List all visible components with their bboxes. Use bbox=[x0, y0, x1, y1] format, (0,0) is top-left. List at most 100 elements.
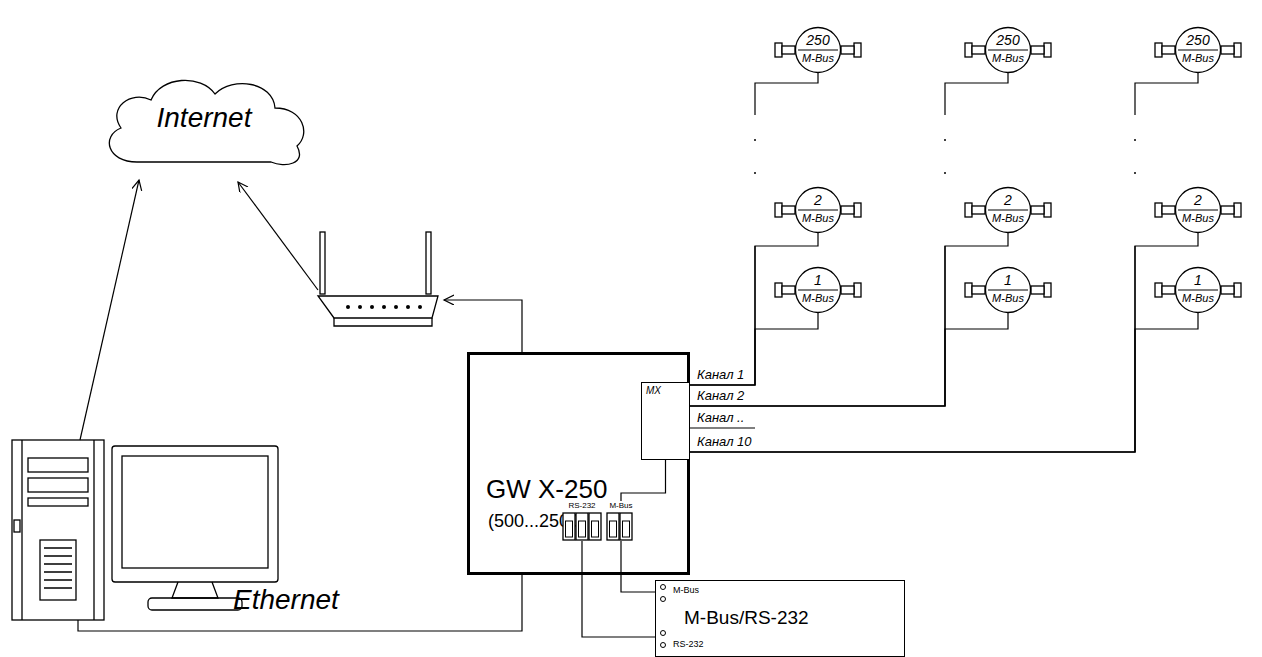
meter-node: 1M-Bus bbox=[985, 267, 1031, 313]
channel-label: Канал 10 bbox=[697, 435, 752, 450]
meter-divider bbox=[798, 210, 838, 211]
drawing-part bbox=[28, 458, 88, 472]
meter-node: 1M-Bus bbox=[795, 267, 841, 313]
pipe-stub bbox=[1221, 286, 1234, 294]
meter-circle bbox=[796, 28, 841, 73]
node-text: GW X-250 bbox=[486, 475, 607, 505]
node-text: MX bbox=[646, 385, 661, 397]
pipe-stub bbox=[972, 206, 985, 214]
drawing-part bbox=[14, 520, 20, 532]
bus-label: M-Bus bbox=[985, 52, 1031, 65]
node-text: M-Bus bbox=[673, 585, 699, 595]
meter-divider bbox=[1178, 210, 1218, 211]
terminal-screw bbox=[579, 521, 586, 537]
bus-wire bbox=[690, 313, 1008, 406]
node-text: Internet bbox=[95, 102, 313, 134]
drawing-part bbox=[28, 478, 88, 492]
channel-label: Канал .. bbox=[697, 411, 744, 426]
bus-label: M-Bus bbox=[795, 212, 841, 225]
gateway-box: GW X-250(500...2500)MXRS-232M-Bus bbox=[467, 352, 690, 575]
drawing-part bbox=[44, 548, 72, 588]
terminal-screw bbox=[610, 521, 617, 537]
terminal-circle bbox=[661, 597, 666, 602]
bus-wire bbox=[621, 541, 655, 592]
drawing-part bbox=[238, 182, 318, 290]
pipe-stub bbox=[841, 46, 854, 54]
pipe-stub bbox=[1031, 286, 1044, 294]
meter-number: 1 bbox=[795, 272, 841, 288]
pipe-flange bbox=[1044, 203, 1051, 217]
meter-divider bbox=[1178, 290, 1218, 291]
pipe-flange bbox=[965, 203, 972, 217]
bus-label: M-Bus bbox=[1175, 212, 1221, 225]
drawing-part bbox=[370, 305, 374, 309]
meter-number: 250 bbox=[795, 32, 841, 48]
drawing-part bbox=[358, 305, 362, 309]
node-text: RS-232 bbox=[673, 639, 704, 649]
meter-node: 250M-Bus bbox=[1175, 27, 1221, 73]
network-label: Ethernet bbox=[233, 584, 339, 616]
terminal-screw bbox=[566, 521, 573, 537]
meter-node: 2M-Bus bbox=[795, 187, 841, 233]
drawing-part bbox=[112, 446, 278, 582]
drawing-part bbox=[418, 305, 422, 309]
terminal-port: M-Bus bbox=[606, 501, 636, 541]
drawing-part bbox=[40, 540, 76, 600]
pipe-stub bbox=[1162, 46, 1175, 54]
pipe-flange bbox=[1044, 283, 1051, 297]
meter-divider bbox=[798, 290, 838, 291]
meter-number: 2 bbox=[795, 192, 841, 208]
drawing-part bbox=[318, 296, 438, 318]
bus-wire bbox=[690, 233, 1198, 452]
terminal-block bbox=[607, 513, 619, 540]
meter-divider bbox=[1178, 50, 1218, 51]
bus-label: M-Bus bbox=[1175, 52, 1221, 65]
drawing-part bbox=[320, 232, 325, 294]
drawing-part bbox=[944, 172, 946, 174]
drawing-part bbox=[334, 318, 432, 326]
pipe-flange bbox=[1044, 43, 1051, 57]
pipe-stub bbox=[972, 46, 985, 54]
pipe-stub bbox=[1221, 46, 1234, 54]
terminal-circle bbox=[661, 631, 666, 636]
bus-label: M-Bus bbox=[795, 292, 841, 305]
bus-wire bbox=[690, 313, 1198, 452]
pipe-flange bbox=[1234, 283, 1241, 297]
channel-label: Канал 1 bbox=[697, 368, 744, 383]
drawing-part bbox=[394, 305, 398, 309]
terminal-block bbox=[563, 513, 575, 540]
pipe-flange bbox=[854, 203, 861, 217]
pipe-flange bbox=[1234, 43, 1241, 57]
drawing-part bbox=[754, 139, 756, 141]
drawing-part bbox=[80, 180, 139, 440]
pipe-flange bbox=[775, 203, 782, 217]
meter-node: 250M-Bus bbox=[795, 27, 841, 73]
meter-circle bbox=[986, 28, 1031, 73]
meter-divider bbox=[798, 50, 838, 51]
pipe-flange bbox=[965, 283, 972, 297]
drawing-part bbox=[406, 305, 410, 309]
pipe-stub bbox=[782, 206, 795, 214]
pipe-flange bbox=[854, 43, 861, 57]
router-symbol bbox=[318, 232, 438, 326]
pipe-flange bbox=[965, 43, 972, 57]
meter-node: 250M-Bus bbox=[985, 27, 1031, 73]
meter-number: 2 bbox=[985, 192, 1031, 208]
terminal-block bbox=[576, 513, 588, 540]
pipe-stub bbox=[841, 206, 854, 214]
meter-number: 250 bbox=[985, 32, 1031, 48]
pipe-stub bbox=[1031, 46, 1044, 54]
pipe-flange bbox=[1155, 283, 1162, 297]
pipe-flange bbox=[1234, 203, 1241, 217]
pipe-stub bbox=[1162, 286, 1175, 294]
meter-circle bbox=[986, 188, 1031, 233]
terminal-circle bbox=[661, 585, 666, 590]
terminal-port: RS-232 bbox=[562, 501, 602, 541]
bus-wire bbox=[582, 541, 655, 637]
multiplexer-box: MX bbox=[641, 382, 690, 460]
meter-divider bbox=[988, 290, 1028, 291]
pipe-flange bbox=[1155, 203, 1162, 217]
node-text: RS-232 bbox=[562, 501, 602, 510]
drawing-part bbox=[1134, 172, 1136, 174]
